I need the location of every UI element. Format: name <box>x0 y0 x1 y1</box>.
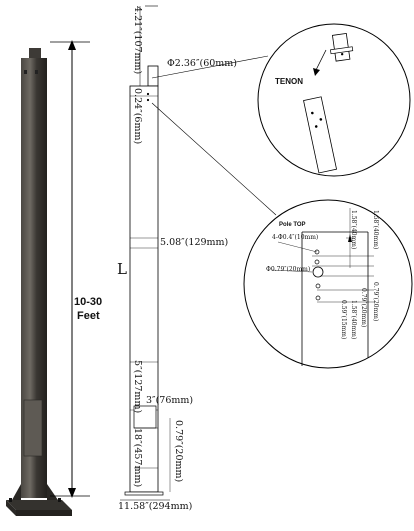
tenon-detail-circle <box>257 23 411 177</box>
tenon-diameter-dim: Φ2.36″(60mm) <box>167 58 238 69</box>
hole-detail-circle <box>243 199 413 369</box>
height-unit: Feet <box>77 310 100 322</box>
door-height-dim: 18″(457mm) <box>132 428 143 488</box>
base-width-dim: 11.58″(294mm) <box>118 501 193 512</box>
length-symbol: L <box>117 260 127 278</box>
hole-label-large: Φ0.79″(20mm) <box>266 266 311 273</box>
pole-top-label: Pole TOP <box>279 222 306 228</box>
dim-3: 0.79″(20mm) <box>360 288 367 328</box>
door-top-offset-dim: 5″(127mm) <box>132 360 143 414</box>
height-arrow <box>50 40 90 498</box>
hole-offset-dim: 0.24″(6mm) <box>132 88 143 145</box>
photo-tenon <box>29 48 41 60</box>
dim-6: 0.59″(15mm) <box>340 300 347 340</box>
height-label: 10-30 <box>74 296 103 308</box>
pole-photo <box>6 48 72 516</box>
hole-label-small: 4-Φ0.4″(10mm) <box>272 234 319 241</box>
photo-base-plate <box>6 500 72 510</box>
dim-5: 1.58″(40mm) <box>350 300 357 340</box>
pole-width-dim: 5.08″(129mm) <box>160 237 229 248</box>
dim-1: 1.58″(40mm) <box>350 210 357 250</box>
pole-drawing <box>120 5 171 501</box>
tenon-label: TENON <box>275 77 303 86</box>
photo-door <box>23 399 43 457</box>
base-offset-dim: 0.79″(20mm) <box>173 420 184 483</box>
dim-2: 1.58″(40mm) <box>372 210 379 250</box>
dim-4: 0.79″(20mm) <box>372 282 379 322</box>
door-width-dim: 3″(76mm) <box>146 395 194 406</box>
top-height-dim: 4.21″(107mm) <box>132 6 143 75</box>
